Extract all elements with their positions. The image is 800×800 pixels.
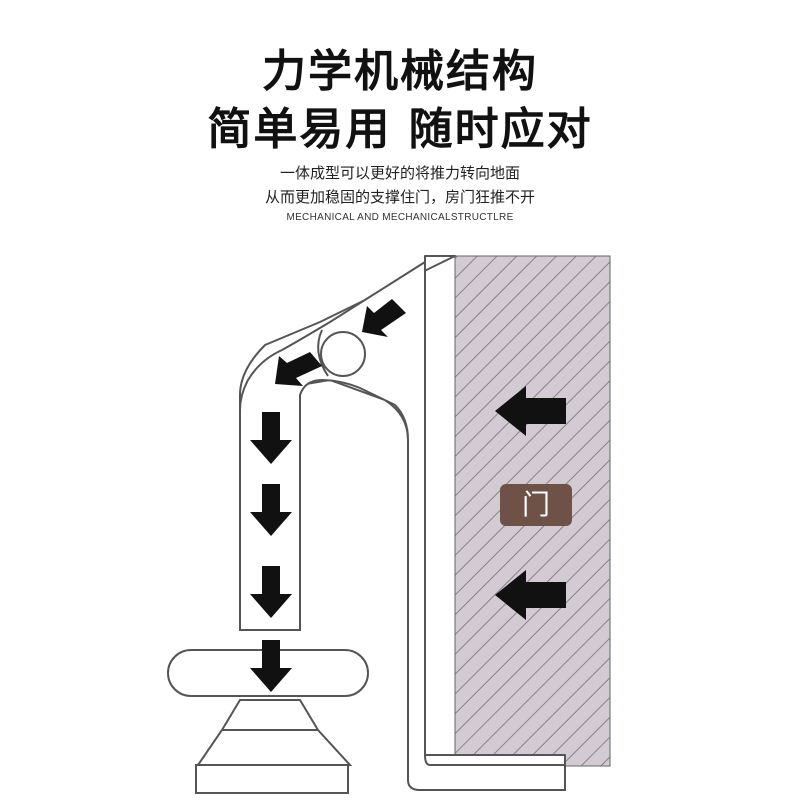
base-plate	[195, 764, 349, 794]
arm-body	[239, 260, 566, 791]
arrow-left-icon	[495, 570, 566, 620]
door-label: 门	[500, 484, 572, 526]
arrow-down-icon	[250, 484, 292, 536]
subtitle-english: MECHANICAL AND MECHANICALSTRUCTLRE	[286, 212, 514, 223]
headline-line-1: 力学机械结构	[262, 46, 538, 97]
arrow-diagonal-icon	[275, 352, 322, 386]
arrow-down-icon	[250, 412, 292, 464]
headline-line-2: 简单易用 随时应对	[207, 104, 593, 155]
suction-base	[196, 699, 353, 766]
subtitle-line-2: 从而更加稳固的支撑住门，房门狂推不开	[264, 188, 535, 206]
force-arrows	[250, 299, 566, 692]
arrow-diagonal-icon	[362, 299, 406, 337]
arrow-down-icon	[250, 566, 292, 618]
pivot-joint	[320, 331, 366, 377]
arrow-left-icon	[495, 386, 566, 436]
arrow-down-icon	[250, 640, 292, 692]
pivot-housing	[317, 329, 329, 377]
subtitle-line-1: 一体成型可以更好的将推力转向地面	[279, 164, 520, 182]
